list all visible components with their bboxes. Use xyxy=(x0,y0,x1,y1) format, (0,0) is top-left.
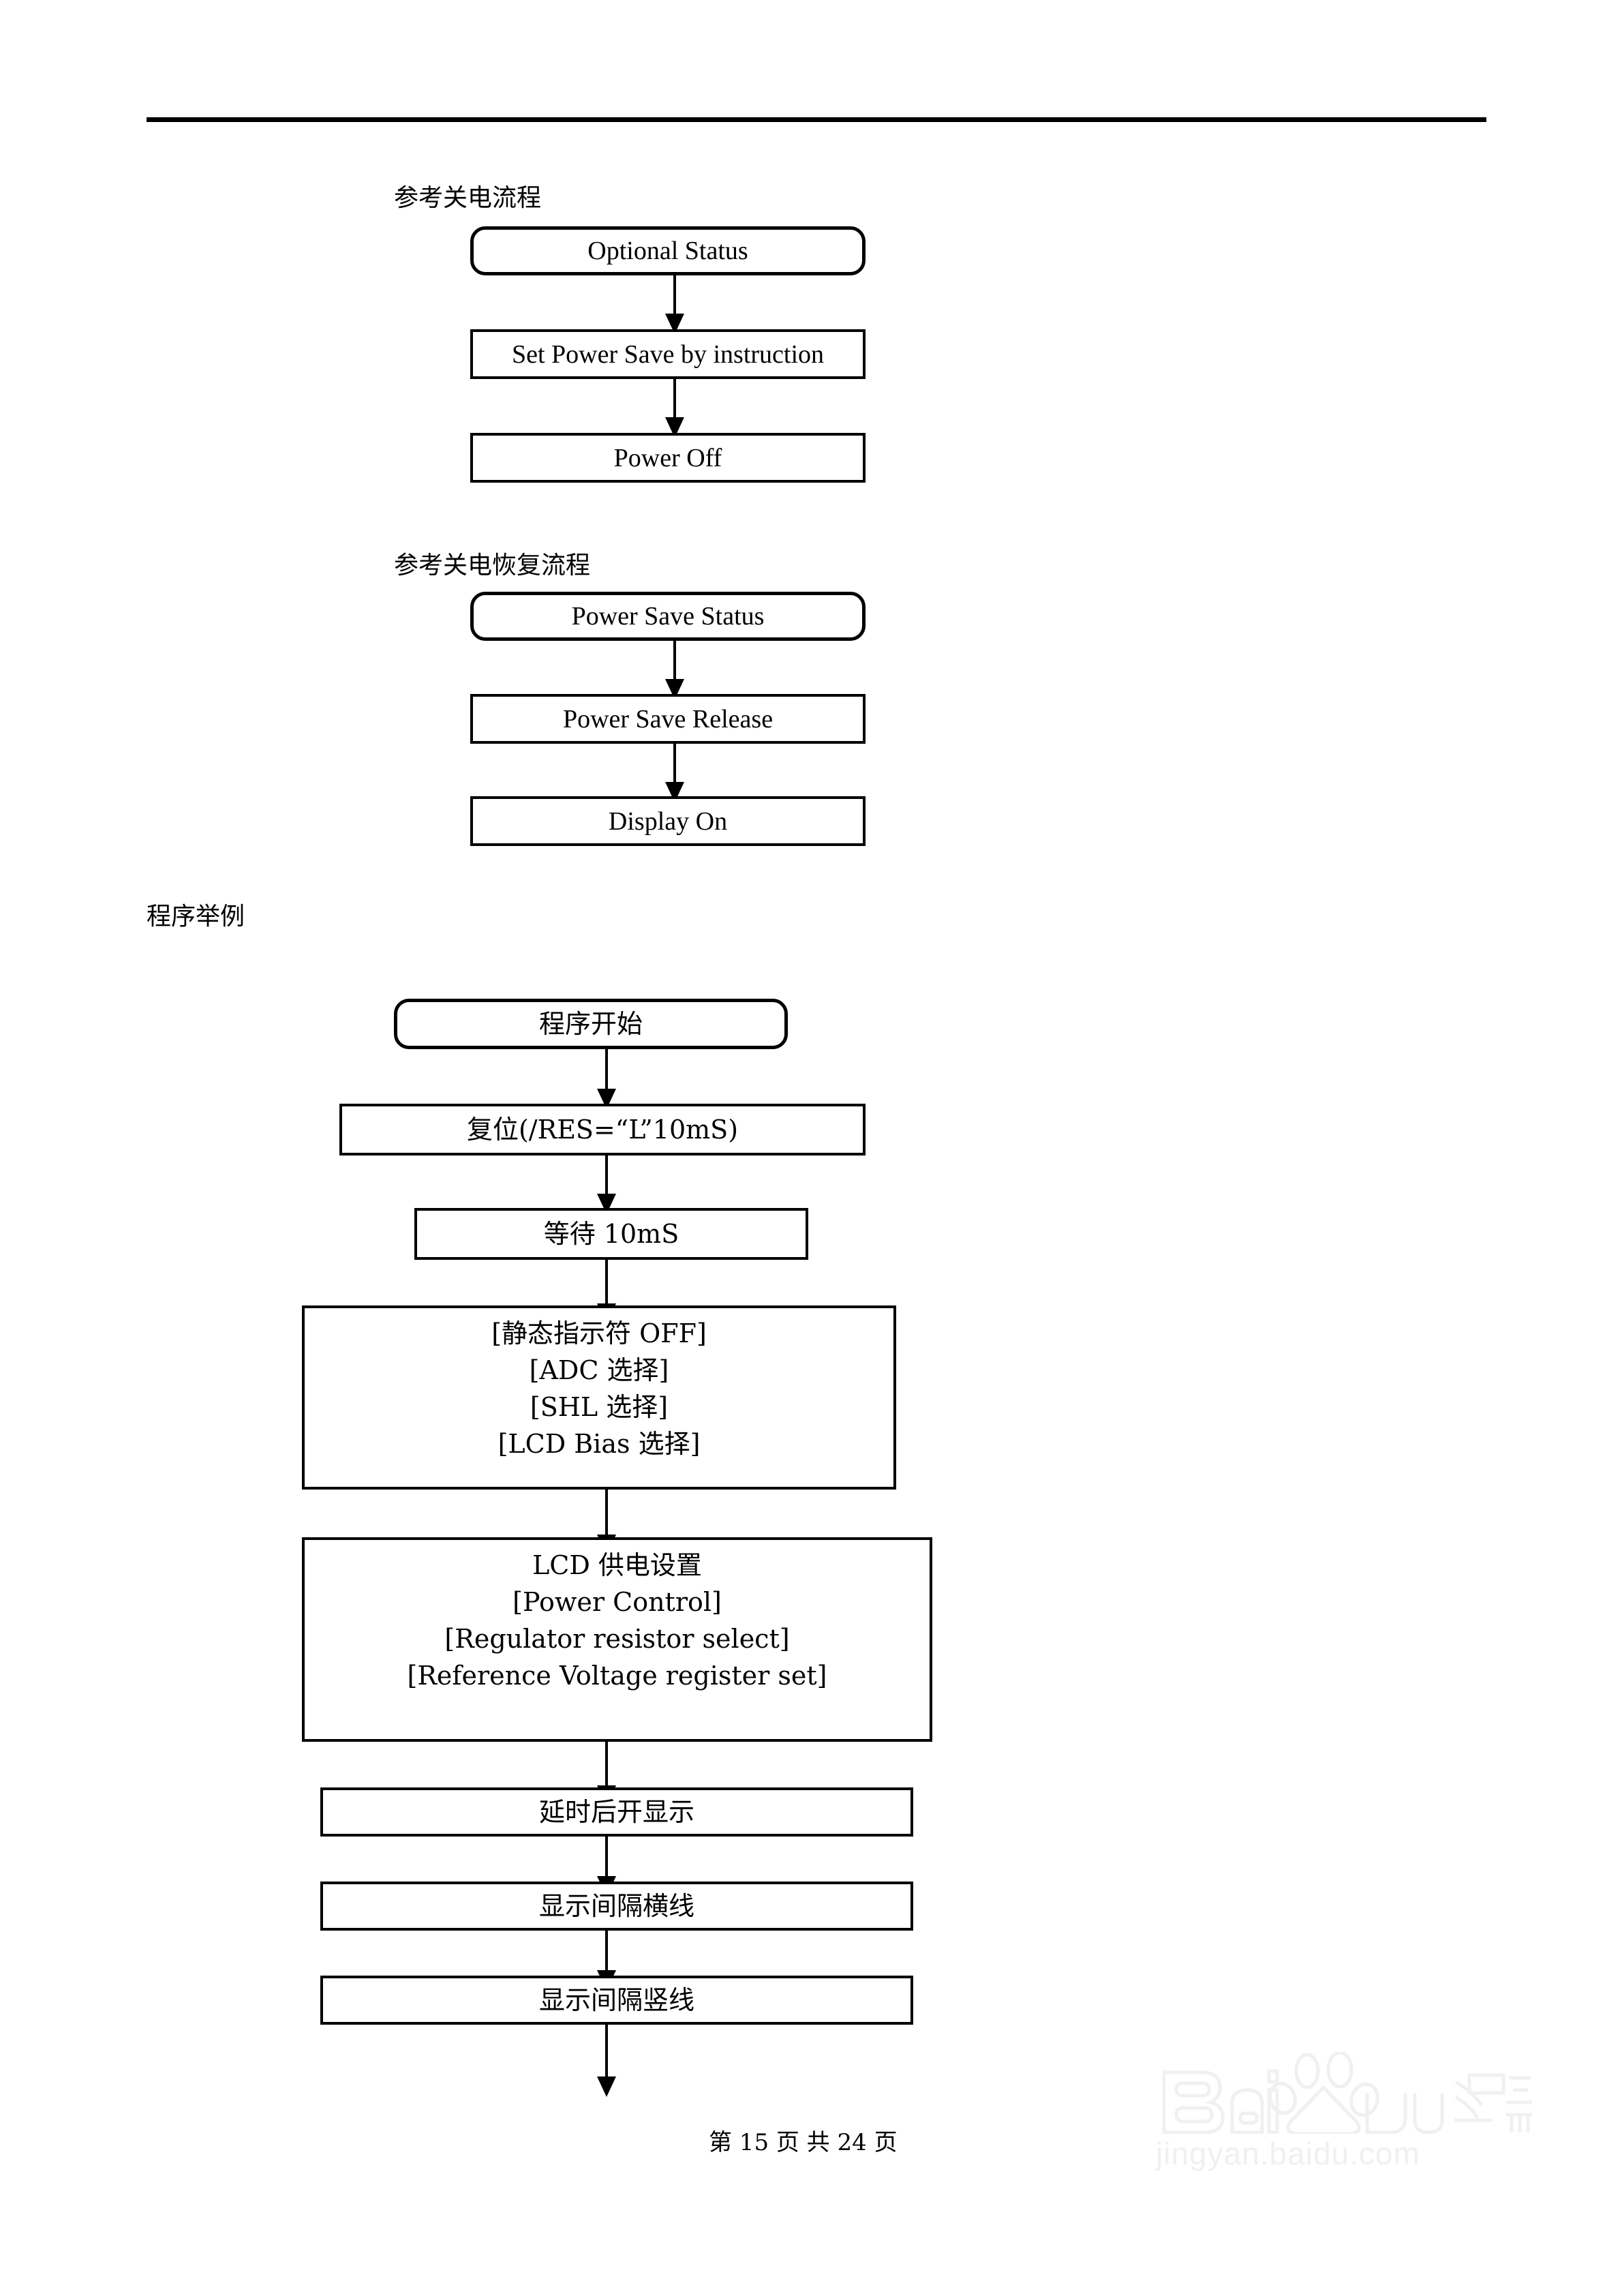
flow-box-show-vertical-lines: 显示间隔竖线 xyxy=(320,1976,913,2025)
flow-box-optional-status: Optional Status xyxy=(470,226,866,275)
baidu-watermark: jingyan.baidu.com xyxy=(1152,2045,1533,2181)
flow-box-static-indicator-settings: [静态指示符 OFF] [ADC 选择] [SHL 选择] [LCD Bias … xyxy=(302,1305,896,1490)
flow-box-wait-10ms: 等待 10mS xyxy=(414,1208,808,1260)
flow-box-label-line: [Regulator resistor select] xyxy=(444,1624,790,1654)
flow-box-label: Power Save Release xyxy=(562,704,774,734)
flow-box-show-horizontal-lines: 显示间隔横线 xyxy=(320,1882,913,1931)
flow-box-label: 等待 10mS xyxy=(543,1219,679,1249)
flow-box-label: 显示间隔横线 xyxy=(538,1891,694,1921)
flow-box-power-save-status: Power Save Status xyxy=(470,592,866,641)
flow-box-label: Set Power Save by instruction xyxy=(511,339,825,369)
flow-box-power-off: Power Off xyxy=(470,433,866,483)
flow-box-label: 显示间隔竖线 xyxy=(538,1985,694,2015)
flow-box-label-line: LCD 供电设置 xyxy=(532,1550,702,1580)
flow-box-reset: 复位(/RES=“L”10mS) xyxy=(339,1104,866,1155)
flow-box-lcd-power-settings: LCD 供电设置 [Power Control] [Regulator resi… xyxy=(302,1537,932,1742)
watermark-url: jingyan.baidu.com xyxy=(1156,2136,1420,2171)
flow-box-display-on: Display On xyxy=(470,796,866,846)
page-footer-label: 第 15 页 共 24 页 xyxy=(709,2129,898,2156)
flow-box-power-save-release: Power Save Release xyxy=(470,694,866,744)
flow-box-label-line: [ADC 选择] xyxy=(529,1355,669,1385)
flow-box-label-line: [SHL 选择] xyxy=(530,1392,669,1422)
flow-box-label: Power Save Status xyxy=(571,602,765,631)
section-caption-program-example: 程序举例 xyxy=(147,903,245,931)
flow-box-delay-display-on: 延时后开显示 xyxy=(320,1787,913,1837)
flow-box-label: Display On xyxy=(608,806,728,836)
flow-box-label: Power Off xyxy=(613,443,722,472)
flow-box-program-start: 程序开始 xyxy=(394,999,788,1049)
flow-box-label-line: [Power Control] xyxy=(512,1587,722,1617)
flow-box-label: 程序开始 xyxy=(538,1009,643,1039)
flow-box-label: 复位(/RES=“L”10mS) xyxy=(466,1115,739,1145)
header-rule xyxy=(147,117,1486,122)
flow-box-label-line: [静态指示符 OFF] xyxy=(491,1318,707,1348)
flow-box-label-line: [Reference Voltage register set] xyxy=(407,1661,827,1691)
section-caption-power-resume-flow: 参考关电恢复流程 xyxy=(394,552,591,579)
flow-box-set-power-save: Set Power Save by instruction xyxy=(470,329,866,379)
flow-box-label-line: [LCD Bias 选择] xyxy=(498,1429,701,1459)
flow-box-label: 延时后开显示 xyxy=(538,1797,694,1827)
baidu-paw-logo-icon xyxy=(1162,2052,1532,2134)
section-caption-power-off-flow: 参考关电流程 xyxy=(394,184,542,212)
flow-box-label: Optional Status xyxy=(587,237,748,265)
